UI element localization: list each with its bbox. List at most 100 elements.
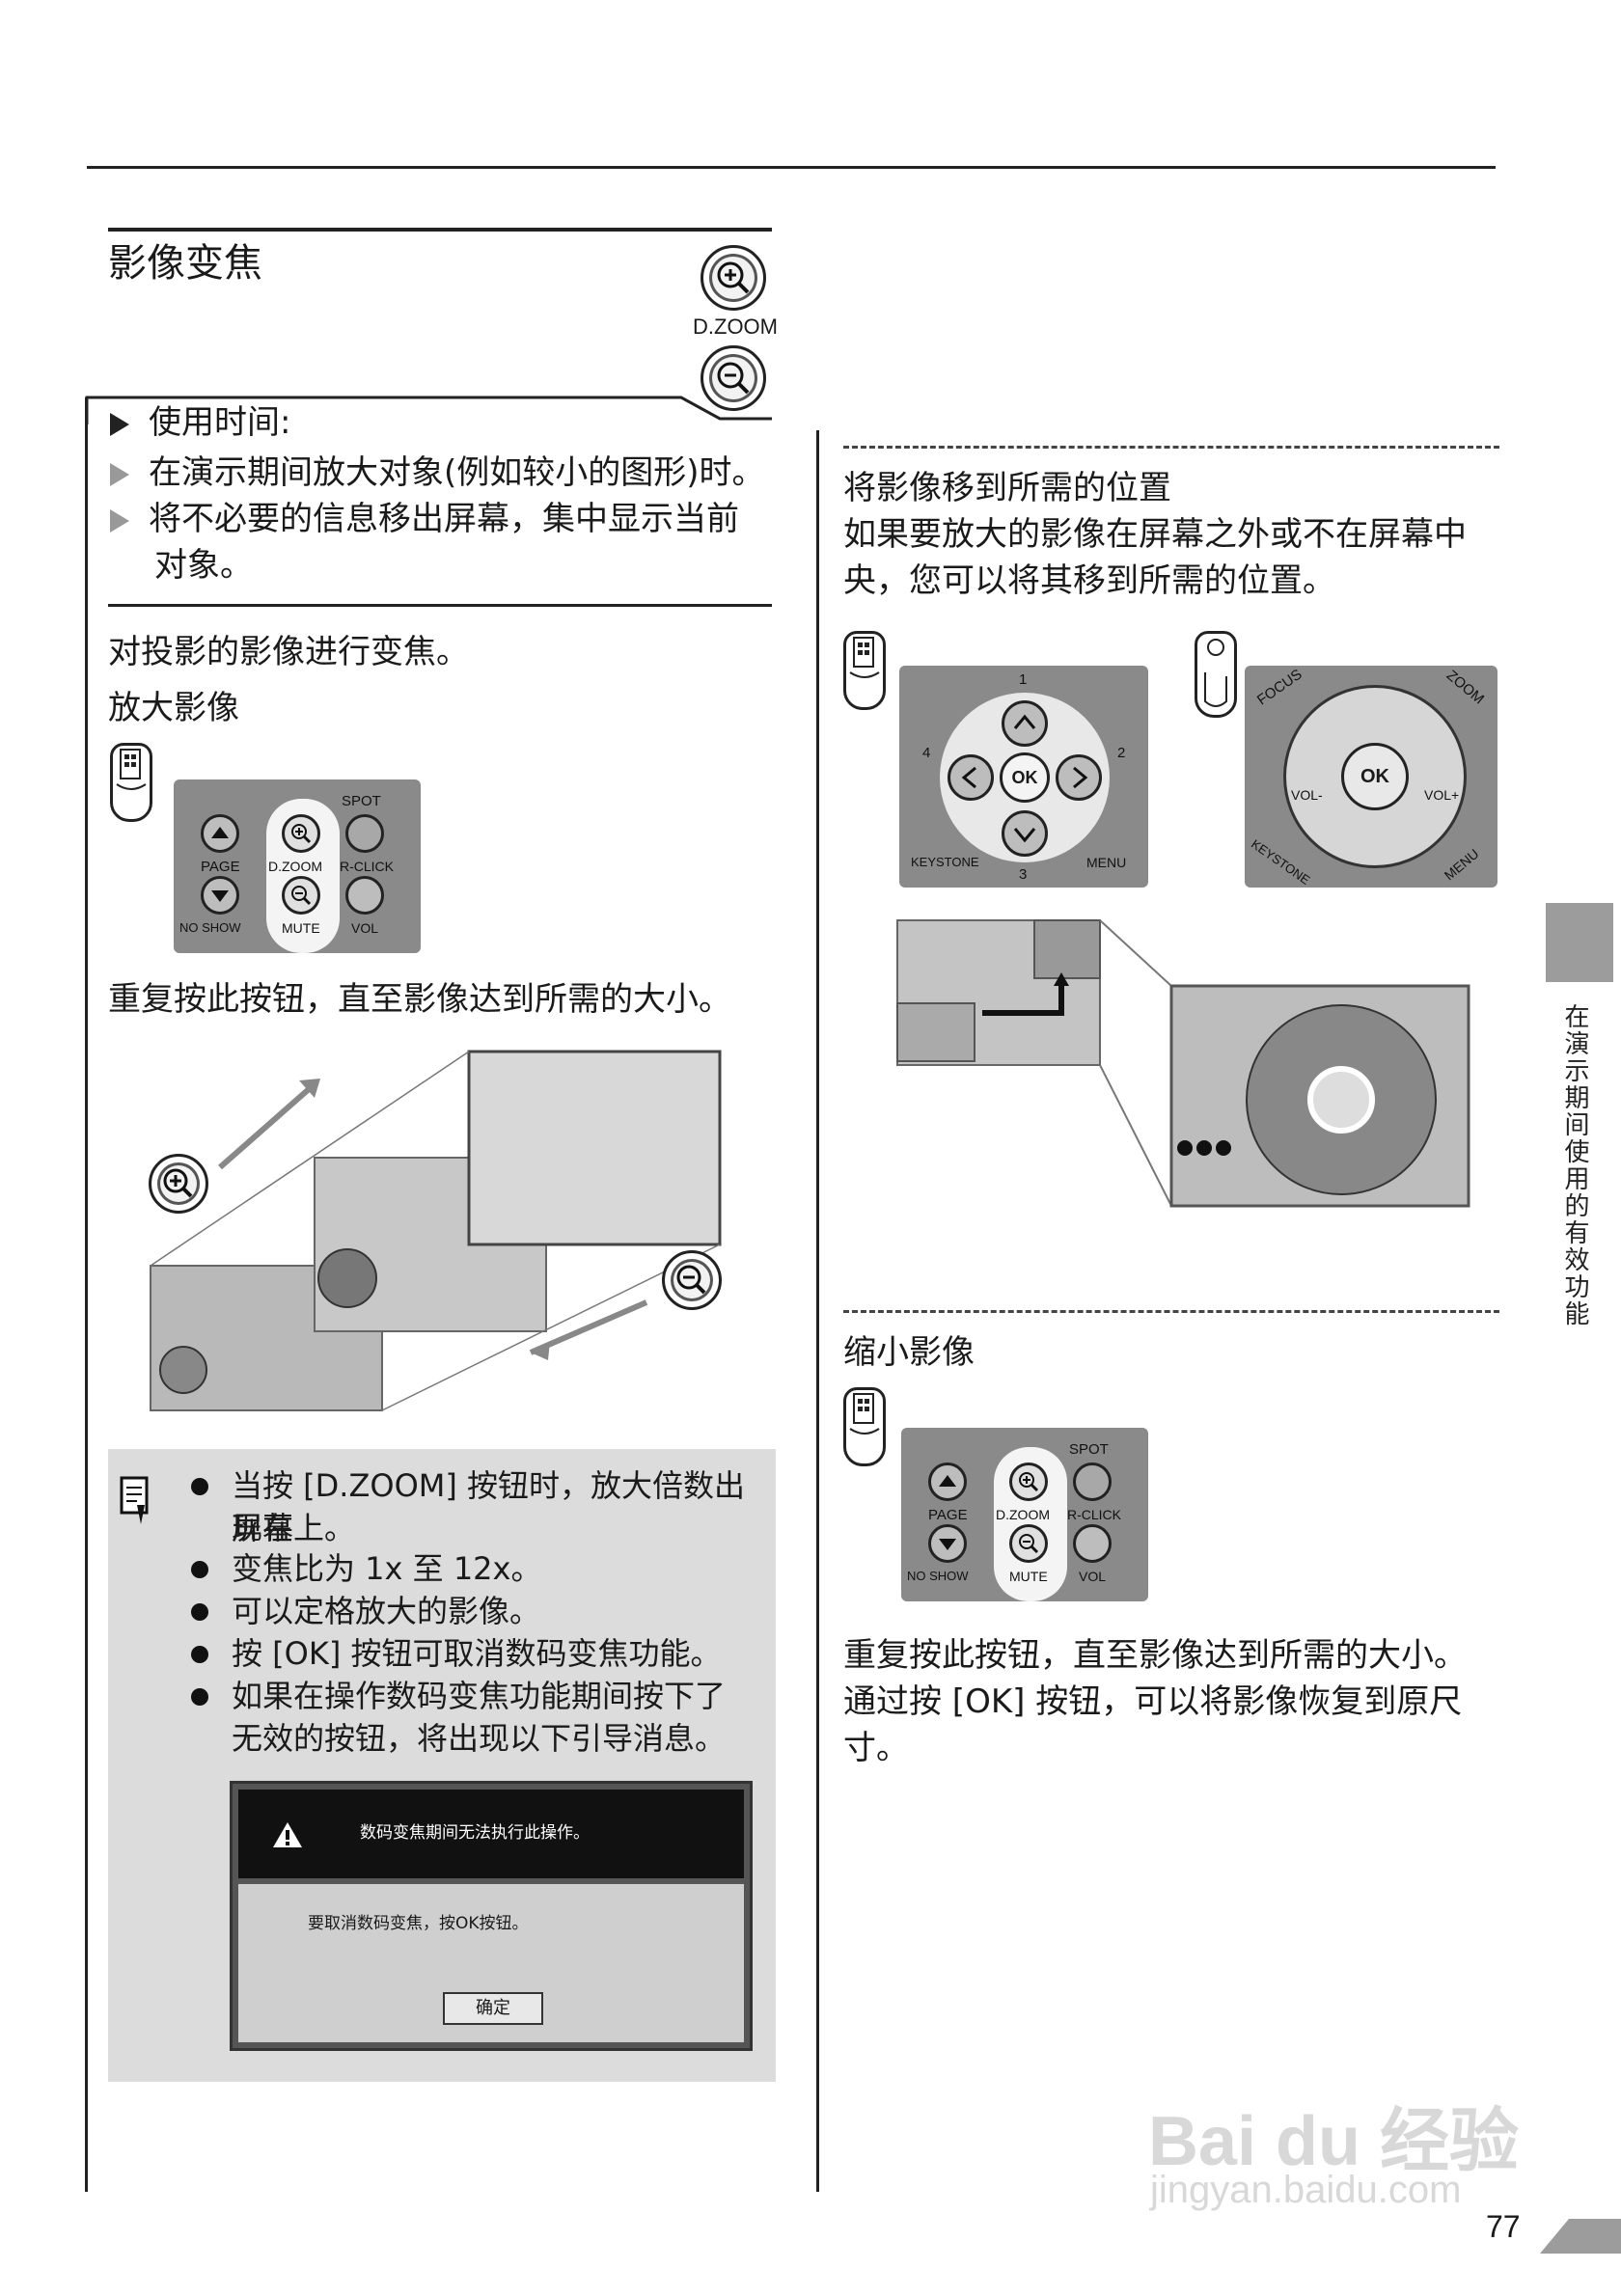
- zoom-out-illustration-icon: [662, 1250, 722, 1310]
- volm-label: VOL-: [1291, 787, 1323, 803]
- hand-press-icon: [1195, 631, 1237, 718]
- bullet-dot: [191, 1646, 208, 1663]
- up-arrow-button[interactable]: [1002, 700, 1048, 747]
- control-keystone-label: KEYSTONE: [1249, 836, 1313, 888]
- dialog-header: 数码变焦期间无法执行此操作。: [238, 1790, 744, 1878]
- usage-item-text: 将不必要的信息移出屏幕，集中显示当前: [149, 500, 739, 538]
- enlarge-heading: 放大影像: [108, 689, 239, 727]
- rclick-button[interactable]: [345, 876, 384, 915]
- move-line-1: 如果要放大的影像在屏幕之外或不在屏幕中: [843, 515, 1467, 554]
- zoom-out-icon: [701, 345, 766, 411]
- dialog-body: 要取消数码变焦，按OK按钮。 确定: [238, 1884, 744, 2042]
- page-up-button[interactable]: [928, 1462, 967, 1501]
- usage-item-2: 将不必要的信息移出屏幕，集中显示当前: [110, 494, 739, 544]
- warning-icon: [273, 1822, 302, 1847]
- move-line-2: 央，您可以将其移到所需的位置。: [843, 561, 1335, 600]
- note-item-5-cont: 无效的按钮，将出现以下引导消息。: [232, 1720, 727, 1757]
- note-box: 当按 [D.ZOOM] 按钮时，放大倍数出现在 屏幕上。 变焦比为 1x 至 1…: [108, 1449, 776, 2082]
- mute-label: MUTE: [282, 920, 320, 936]
- keystone-label: KEYSTONE: [911, 855, 979, 869]
- page-down-button[interactable]: [201, 876, 239, 915]
- bullet-dot: [191, 1478, 208, 1495]
- rclick-label: R-CLICK: [1067, 1507, 1122, 1522]
- dzoom-out-button[interactable]: [1009, 1524, 1048, 1563]
- hand-remote-icon: [843, 631, 886, 710]
- shrink-line-3: 寸。: [843, 1729, 909, 1767]
- spot-button[interactable]: [345, 814, 384, 853]
- page-title: 影像变焦: [108, 241, 262, 286]
- control-ok-button[interactable]: OK: [1341, 743, 1409, 810]
- shrink-heading: 缩小影像: [843, 1333, 975, 1372]
- intro-text: 对投影的影像进行变焦。: [108, 633, 469, 671]
- vol-label: VOL: [1079, 1569, 1107, 1584]
- projector-control-pad: OK FOCUS ZOOM VOL- VOL+ KEYSTONE MENU: [1245, 666, 1497, 888]
- volp-label: VOL+: [1424, 787, 1460, 803]
- note-item-1-cont: 屏幕上。: [232, 1510, 356, 1546]
- usage-bottom-rule: [108, 604, 772, 607]
- zoom-in-icon: [701, 245, 766, 311]
- top-rule: [87, 166, 1496, 169]
- usage-item-3: 对象。: [154, 546, 253, 585]
- dzoom-in-button[interactable]: [1009, 1462, 1048, 1501]
- mute-label: MUTE: [1009, 1569, 1048, 1584]
- bullet-dot: [191, 1603, 208, 1621]
- title-rule: [108, 228, 772, 232]
- left-column-rule: [85, 397, 88, 2192]
- dialog-title: 数码变焦期间无法执行此操作。: [360, 1823, 590, 1843]
- usage-heading-text: 使用时间:: [149, 403, 291, 442]
- dialog-message: 要取消数码变焦，按OK按钮。: [308, 1914, 529, 1933]
- page-corner-bar: [1540, 2219, 1621, 2254]
- right-arrow-button[interactable]: [1056, 754, 1102, 801]
- down-arrow-button[interactable]: [1002, 810, 1048, 857]
- control-menu-label: MENU: [1441, 845, 1482, 884]
- triangle-bullet-icon: [110, 508, 129, 533]
- page-up-button[interactable]: [201, 814, 239, 853]
- label-1: 1: [1019, 671, 1028, 688]
- watermark-url: jingyan.baidu.com: [1150, 2169, 1462, 2211]
- noshow-label: NO SHOW: [179, 920, 241, 935]
- note-item-2: 变焦比为 1x 至 12x。: [232, 1550, 542, 1587]
- remote-arrow-pad: OK 1 2 3 4 KEYSTONE MENU: [899, 666, 1148, 888]
- page-label: PAGE: [201, 859, 240, 875]
- triangle-bullet-icon: [110, 462, 129, 486]
- note-item-5: 如果在操作数码变焦功能期间按下了: [232, 1678, 727, 1714]
- label-4: 4: [922, 745, 931, 761]
- dzoom-out-button[interactable]: [282, 876, 320, 915]
- page-down-button[interactable]: [928, 1524, 967, 1563]
- dzoom-remote-label: D.ZOOM: [996, 1507, 1050, 1522]
- dashed-divider-1: [843, 446, 1499, 449]
- dzoom-remote-label: D.ZOOM: [268, 859, 322, 874]
- note-item-1: 当按 [D.ZOOM] 按钮时，放大倍数出现在: [232, 1467, 746, 1546]
- noshow-label: NO SHOW: [907, 1569, 969, 1583]
- dashed-divider-2: [843, 1310, 1499, 1313]
- shrink-line-2: 通过按 [OK] 按钮，可以将影像恢复到原尺: [843, 1682, 1463, 1721]
- triangle-bullet-icon: [110, 412, 129, 436]
- sidebar-tab: [1546, 903, 1613, 982]
- rclick-button[interactable]: [1073, 1524, 1112, 1563]
- spot-label: SPOT: [1069, 1441, 1109, 1458]
- shrink-line-1: 重复按此按钮，直至影像达到所需的大小。: [843, 1636, 1467, 1675]
- spot-button[interactable]: [1073, 1462, 1112, 1501]
- dzoom-in-button[interactable]: [282, 814, 320, 853]
- hand-remote-icon: [843, 1387, 886, 1466]
- note-item-4: 按 [OK] 按钮可取消数码变焦功能。: [232, 1635, 722, 1672]
- label-3: 3: [1019, 866, 1028, 883]
- bullet-dot: [191, 1561, 208, 1578]
- remote-dzoom-panel: PAGE NO SHOW D.ZOOM MUTE SPOT R-CLICK VO…: [174, 779, 421, 953]
- note-item-3: 可以定格放大的影像。: [232, 1593, 541, 1629]
- note-icon: [120, 1476, 149, 1524]
- zoom-label: ZOOM: [1442, 667, 1488, 708]
- ok-button[interactable]: OK: [1000, 752, 1050, 803]
- left-arrow-button[interactable]: [948, 754, 994, 801]
- menu-label: MENU: [1086, 855, 1127, 870]
- page-label: PAGE: [928, 1507, 968, 1523]
- usage-item-1: 在演示期间放大对象(例如较小的图形)时。: [110, 448, 765, 498]
- label-2: 2: [1117, 745, 1126, 761]
- hand-remote-icon: [110, 743, 152, 822]
- enlarge-repeat-text: 重复按此按钮，直至影像达到所需的大小。: [108, 980, 731, 1019]
- middle-column-rule: [816, 430, 819, 2192]
- dzoom-label: D.ZOOM: [693, 314, 778, 339]
- focus-label: FOCUS: [1253, 666, 1305, 709]
- dialog-ok-button[interactable]: 确定: [443, 1992, 543, 2025]
- rclick-label: R-CLICK: [340, 859, 395, 874]
